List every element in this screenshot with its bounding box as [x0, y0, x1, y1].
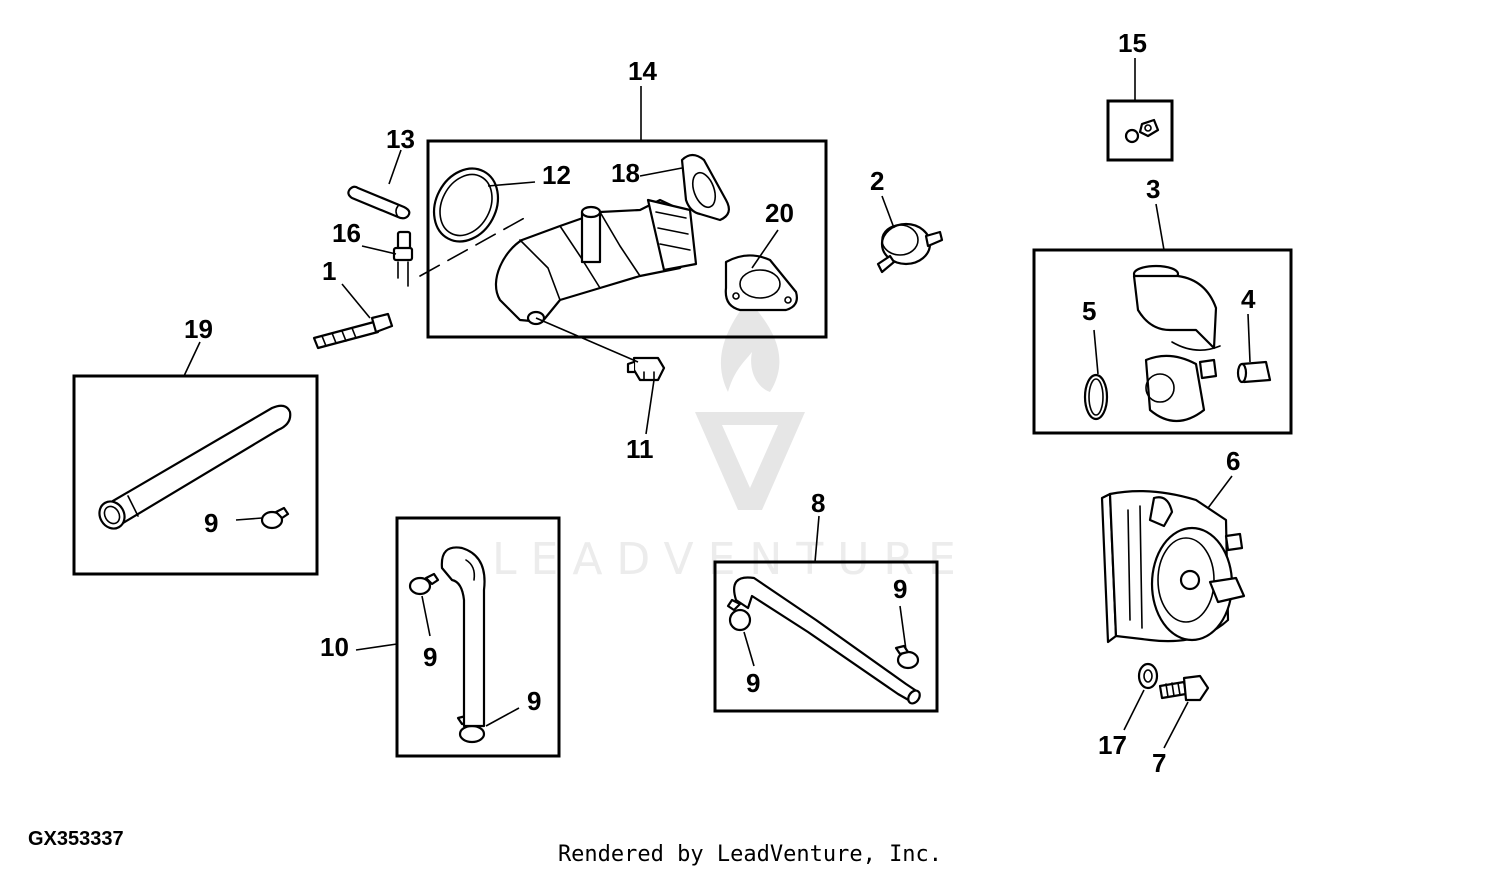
sleeve-part — [1236, 360, 1272, 384]
callout-16: 16 — [332, 218, 361, 248]
clamp-part-4 — [726, 598, 752, 632]
callout-8: 8 — [811, 488, 825, 518]
footer-credit: Rendered by LeadVenture, Inc. — [557, 842, 943, 867]
callout-10: 10 — [320, 632, 349, 662]
callout-2: 2 — [870, 166, 884, 196]
callout-12: 12 — [542, 160, 571, 190]
callout-15: 15 — [1118, 28, 1147, 58]
callout-9-hose8-right: 9 — [893, 574, 907, 604]
screw-part — [626, 356, 666, 382]
nuts-part — [1124, 118, 1160, 144]
callout-9-pipe-kit: 9 — [204, 508, 218, 538]
box-hardware-kit — [1106, 99, 1174, 162]
callout-19: 19 — [184, 314, 213, 344]
box-pipe-kit — [72, 374, 319, 576]
bolt-part — [1158, 674, 1210, 702]
callout-20: 20 — [765, 198, 794, 228]
figure-id: GX353337 — [28, 828, 124, 850]
callout-17: 17 — [1098, 730, 1127, 760]
alignment-line — [419, 215, 529, 277]
gasket-part — [680, 153, 731, 222]
plate-gasket-part — [724, 254, 798, 312]
check-valve-part — [876, 222, 944, 274]
pipe-part — [98, 404, 292, 530]
box-thermostat-housing-kit — [1032, 248, 1293, 435]
callout-6: 6 — [1226, 446, 1240, 476]
callout-18: 18 — [611, 158, 640, 188]
callout-11: 11 — [626, 434, 654, 464]
callout-9-hose8-left: 9 — [746, 668, 760, 698]
callout-9-hose10-lower: 9 — [527, 686, 541, 716]
oil-cooler-part — [1100, 490, 1246, 644]
stud-part — [312, 312, 394, 350]
callout-1: 1 — [322, 256, 336, 286]
box-hose-8 — [713, 560, 939, 713]
box-intake-housing-kit — [426, 139, 828, 339]
intake-housing-part — [494, 198, 698, 326]
leader-lines — [183, 58, 1251, 749]
callout-3: 3 — [1146, 174, 1160, 204]
callout-13: 13 — [386, 124, 415, 154]
pin-part — [347, 185, 411, 220]
thermostat-housing-part — [1132, 264, 1221, 422]
clamp-part-2 — [408, 572, 440, 596]
hose-10-part — [440, 546, 486, 728]
watermark-text: LEADVENTURE — [492, 534, 970, 585]
callout-5: 5 — [1082, 296, 1096, 326]
watermark-logo: LEADVENTURE — [492, 300, 970, 585]
gasket-ring-part — [432, 167, 500, 243]
washer-part — [1137, 662, 1159, 690]
callout-14: 14 — [628, 56, 657, 86]
o-ring-part — [1083, 373, 1109, 421]
clamp-part-5 — [894, 644, 920, 670]
hose-8-part — [733, 576, 921, 705]
clamp-part-1 — [260, 506, 290, 530]
callout-9-hose10-upper: 9 — [423, 642, 437, 672]
callout-4: 4 — [1241, 284, 1256, 314]
box-hose-10 — [395, 516, 561, 758]
sensor-part — [392, 230, 414, 287]
callout-7: 7 — [1152, 748, 1166, 778]
